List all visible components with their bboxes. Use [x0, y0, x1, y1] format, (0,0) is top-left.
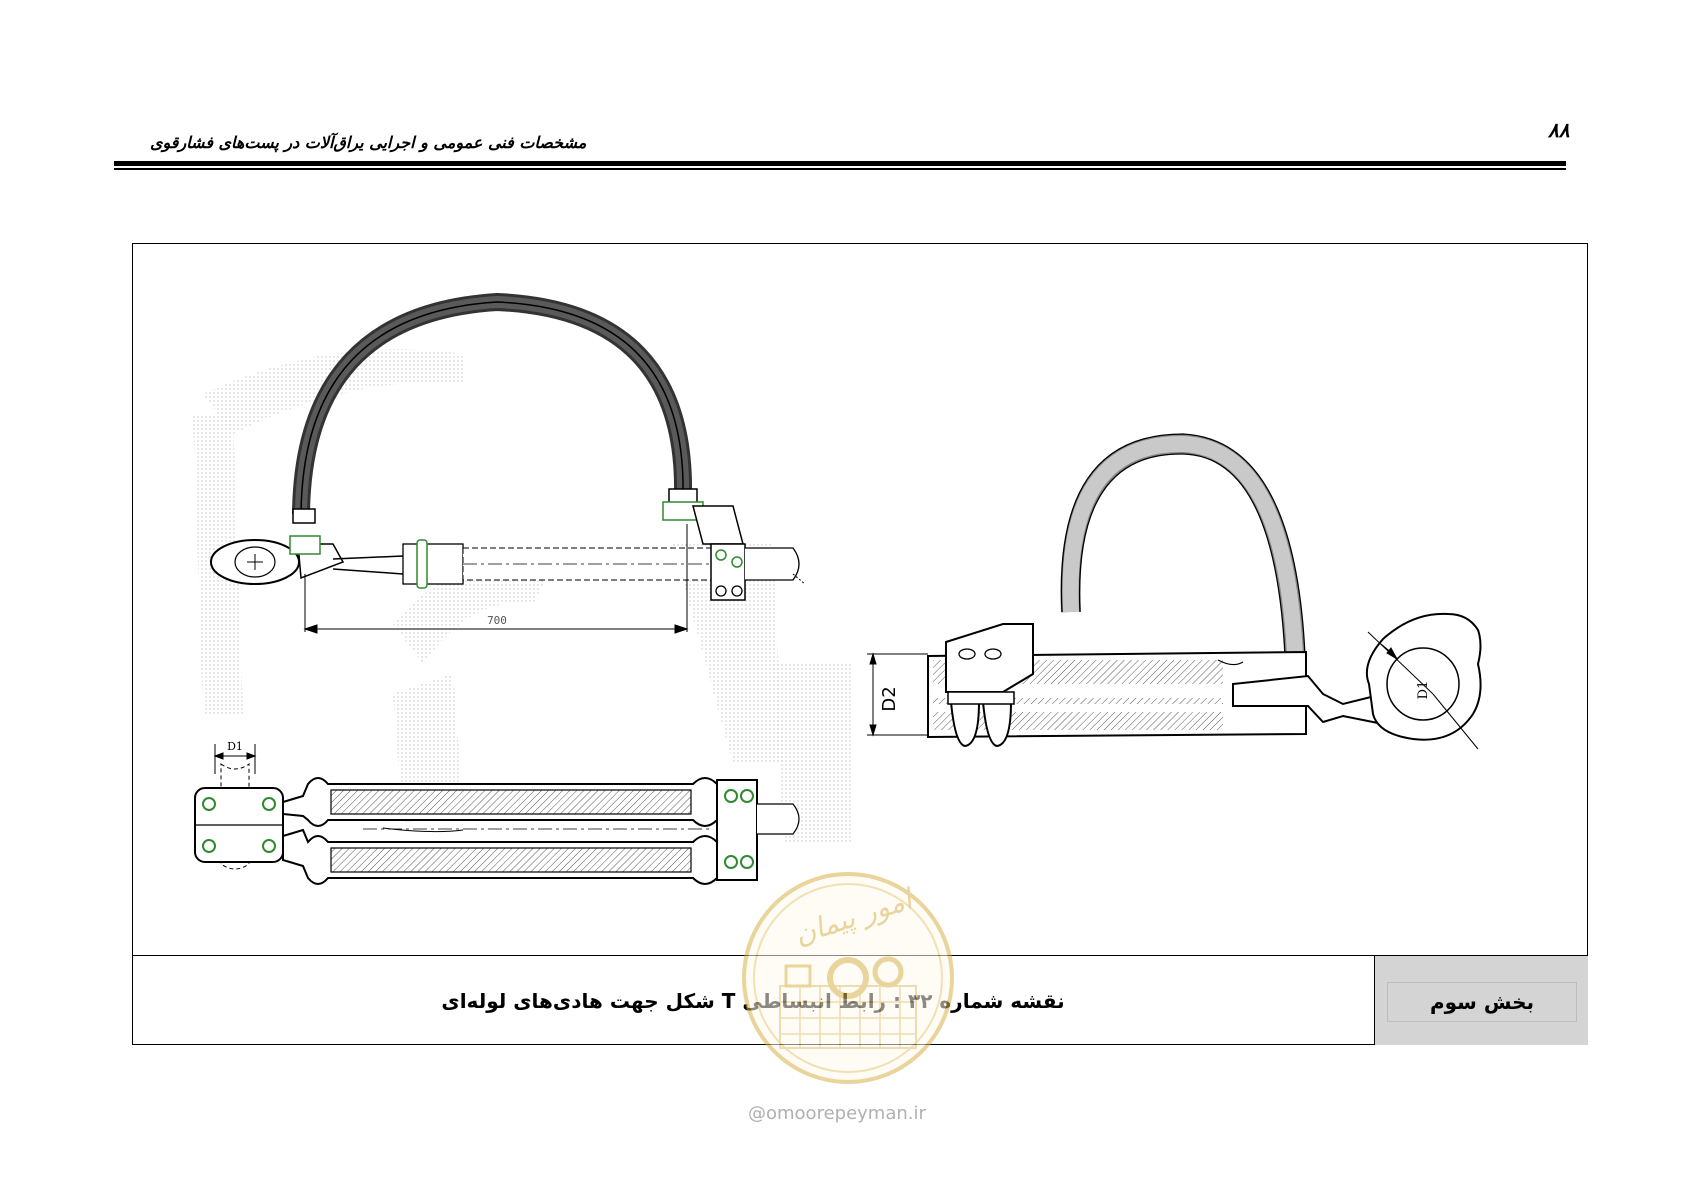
watermark-url: @omoorepeyman.ir	[748, 1103, 926, 1124]
technical-drawing: 700 D1	[193, 292, 1482, 885]
watermark-url-text: omoorepeyman.ir	[766, 1103, 926, 1124]
left-plan-view	[194, 744, 800, 885]
watermark-at-icon: @	[748, 1103, 766, 1124]
section-cell: بخش سوم	[1374, 956, 1588, 1045]
label-d1-top: D1	[227, 740, 243, 753]
label-d1-right: D1	[1416, 681, 1431, 700]
section-label: بخش سوم	[1387, 982, 1577, 1022]
right-perspective-view	[867, 433, 1482, 750]
page-number: ۸۸	[1548, 118, 1570, 142]
running-header-title: مشخصات فنی عمومی و اجرایی یراق‌آلات در پ…	[150, 133, 587, 152]
watermark-logo: امور پیمان	[742, 872, 954, 1084]
header-rule-thick	[114, 161, 1566, 166]
dimension-length-label: 700	[487, 614, 507, 627]
header-rule-thin	[114, 168, 1566, 170]
label-d2: D2	[879, 686, 900, 711]
left-elevation-view	[210, 292, 806, 634]
background-dot-shading	[193, 349, 853, 844]
